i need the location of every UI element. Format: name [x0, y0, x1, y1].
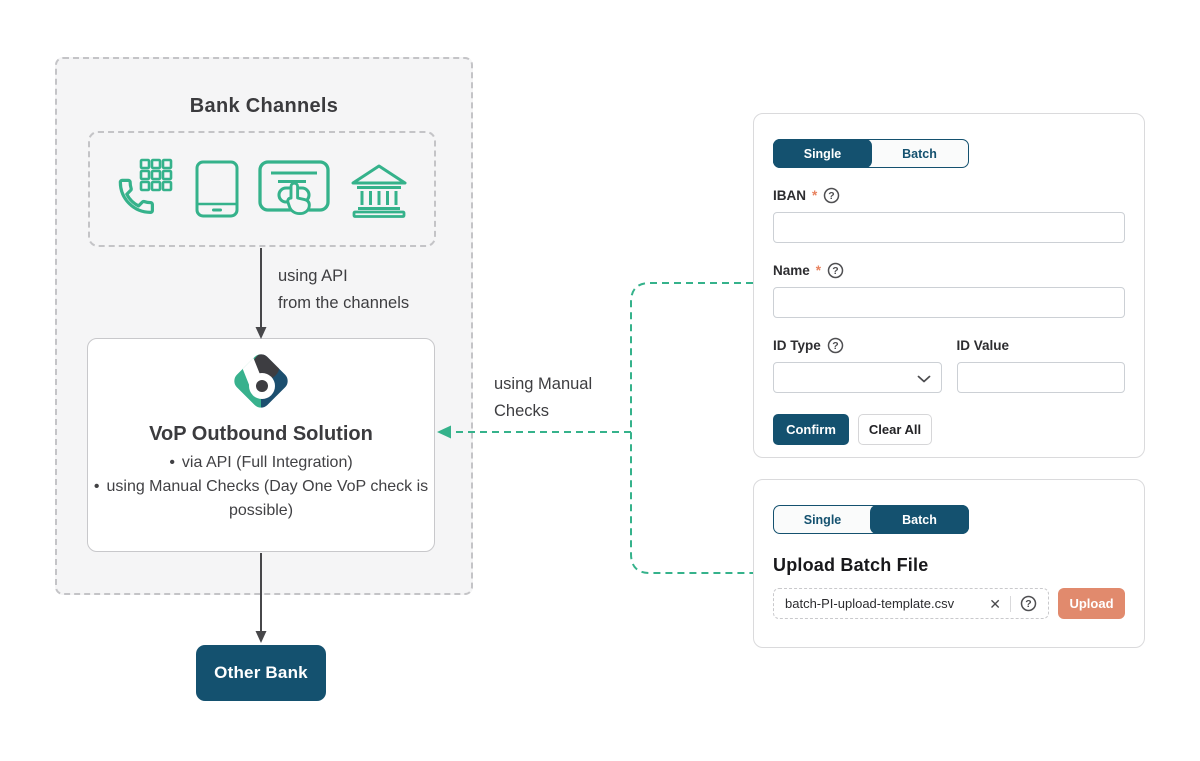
- id-type-label: ID Type: [773, 338, 821, 353]
- tab-single[interactable]: Single: [773, 139, 872, 168]
- iban-input[interactable]: [773, 212, 1125, 243]
- card-touch-icon: [257, 158, 331, 220]
- svg-text:?: ?: [832, 265, 838, 277]
- vop-bullet: •via API (Full Integration): [169, 454, 353, 471]
- svg-text:?: ?: [829, 190, 835, 202]
- name-label: Name: [773, 263, 810, 278]
- confirm-button[interactable]: Confirm: [773, 414, 849, 445]
- mode-toggle: Single Batch: [773, 505, 969, 534]
- selected-file-name: batch-PI-upload-template.csv: [785, 596, 955, 611]
- smartphone-icon: [193, 159, 241, 219]
- file-dropzone[interactable]: batch-PI-upload-template.csv ✕ ?: [773, 588, 1049, 619]
- channel-icons-box: [88, 131, 436, 247]
- vop-bullet-list: •via API (Full Integration) •using Manua…: [90, 451, 432, 523]
- id-type-select[interactable]: [773, 362, 942, 393]
- upload-batch-file-heading: Upload Batch File: [773, 555, 929, 575]
- bank-icon: [348, 159, 410, 219]
- mode-toggle: Single Batch: [773, 139, 969, 168]
- tab-single[interactable]: Single: [803, 512, 842, 527]
- manual-checks-label: using Manual Checks: [494, 375, 593, 421]
- svg-text:?: ?: [1025, 598, 1031, 610]
- required-mark: *: [815, 263, 822, 278]
- batch-upload-panel: Single Batch Upload Batch File batch-PI-…: [753, 479, 1145, 648]
- tab-batch[interactable]: Batch: [870, 505, 969, 534]
- required-mark: *: [812, 188, 818, 203]
- vop-outbound-solution-box: VoP Outbound Solution •via API (Full Int…: [87, 338, 435, 552]
- vop-logo-icon: [228, 348, 294, 414]
- phone-keypad-icon: [114, 158, 176, 220]
- help-icon[interactable]: ?: [827, 262, 844, 279]
- help-icon[interactable]: ?: [823, 187, 840, 204]
- upload-button[interactable]: Upload: [1058, 588, 1125, 619]
- bank-channels-title: Bank Channels: [189, 95, 339, 117]
- id-value-input[interactable]: [956, 362, 1125, 393]
- api-arrow-label: using API from the channels: [278, 267, 410, 313]
- name-input[interactable]: [773, 287, 1125, 318]
- vop-bullet: •using Manual Checks (Day One VoP check …: [93, 478, 429, 519]
- other-bank-node: Other Bank: [196, 645, 326, 701]
- divider: [1010, 595, 1011, 612]
- clear-all-button[interactable]: Clear All: [858, 414, 932, 445]
- single-check-panel: Single Batch IBAN * ? Name * ? ID Type ?: [753, 113, 1145, 458]
- help-icon[interactable]: ?: [1020, 595, 1037, 612]
- vop-title: VoP Outbound Solution: [149, 423, 373, 445]
- help-icon[interactable]: ?: [827, 337, 844, 354]
- tab-batch[interactable]: Batch: [902, 146, 937, 161]
- remove-file-icon[interactable]: ✕: [989, 595, 1001, 612]
- chevron-down-icon: [917, 375, 931, 383]
- id-value-label: ID Value: [956, 338, 1010, 353]
- iban-label: IBAN: [773, 188, 806, 203]
- manual-checks-connector: [437, 282, 753, 574]
- svg-text:?: ?: [832, 340, 838, 352]
